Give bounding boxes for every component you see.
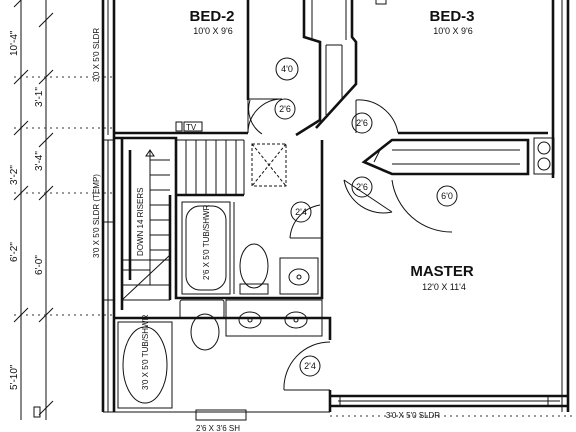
bed3-walls [355, 0, 570, 412]
dim-label-6: 6'-0" [34, 255, 45, 275]
master-closet [361, 137, 555, 233]
door-tag-1: 4'0 [281, 64, 293, 74]
room-title-master: MASTER [410, 263, 474, 280]
right-edge [330, 0, 576, 417]
tv-label: TV [186, 123, 197, 132]
bed2-walls [114, 0, 283, 135]
door-tag-4: 2'6 [356, 182, 368, 192]
room-dims-master: 12'0 X 11'4 [422, 282, 466, 292]
dim-label-3: 3'-2" [9, 165, 20, 185]
dim-label-4: 3'-4" [34, 151, 45, 171]
door-tag-7: 2'4 [304, 361, 316, 371]
dim-label-5: 6'-2" [9, 242, 20, 262]
attic-hatch [251, 143, 287, 187]
closet-walls [275, 0, 358, 137]
master-walls [320, 175, 568, 408]
stair-label: DOWN 14 RISERS [136, 188, 145, 256]
room-dims-bed2: 10'0 X 9'6 [193, 26, 232, 36]
tub-label-master: 3'0 X 5'0 TUB/SHWR [141, 314, 150, 390]
stair [114, 136, 245, 310]
exterior-left-wall [101, 0, 330, 413]
master-bath [114, 299, 332, 421]
door-tag-2: 2'6 [279, 104, 291, 114]
room-title-bed2: BED-2 [189, 8, 234, 25]
window-label-top-left: 3'0 X 5'0 SLDR [92, 28, 101, 82]
dim-label-1: 10'-4" [9, 30, 20, 56]
window-label-bath-bottom: 2'6 X 3'6 SH [196, 424, 240, 432]
door-tag-6: 2'4 [295, 207, 307, 217]
hall-bath [174, 140, 324, 300]
dim-label-7: 5'-10" [9, 364, 20, 390]
room-dims-bed3: 10'0 X 9'6 [433, 26, 472, 36]
window-label-master-bottom: 3'0 X 5'0 SLDR [386, 411, 440, 420]
hall-doors [248, 98, 393, 214]
door-tag-3: 2'6 [356, 118, 368, 128]
dim-label-2: 3'-1" [34, 87, 45, 107]
room-title-bed3: BED-3 [429, 8, 474, 25]
door-tag-5: 6'0 [441, 191, 453, 201]
tub-label-hall: 2'6 X 5'0 TUB/SHWR [202, 204, 211, 280]
window-label-left-tempered: 3'0 X 5'0 SLDR (TEMP) [92, 174, 101, 258]
dimension-lines [13, 0, 112, 420]
